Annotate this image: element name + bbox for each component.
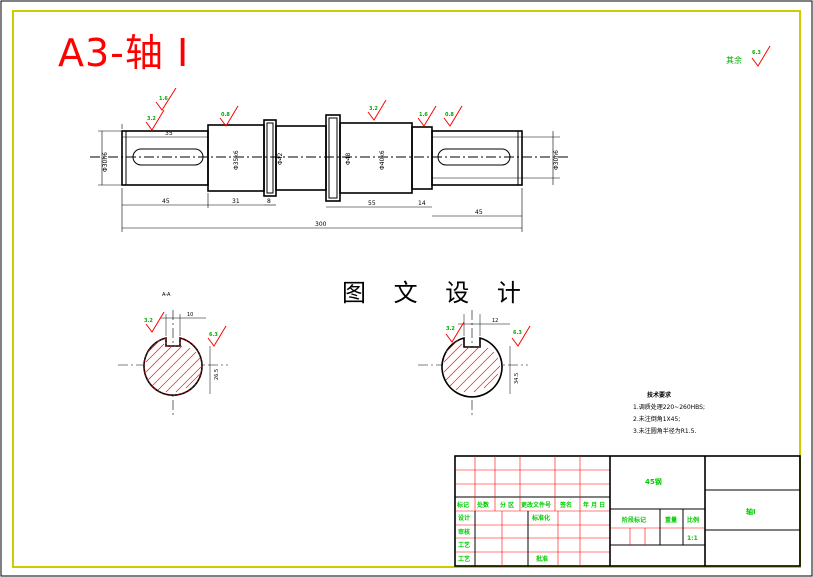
main-dims-text: 300 45 31 8 55 14 45 35 Φ30h6 Φ35k6 Φ42 … xyxy=(102,130,560,228)
tb-part-name: 轴I xyxy=(746,507,756,516)
roughness-symbol-5 xyxy=(417,105,437,127)
tb-label-mark: 标记 xyxy=(456,501,469,509)
tb-label-change: 更改文件号 xyxy=(521,501,551,509)
dim-dia-2: Φ42 xyxy=(277,152,284,165)
roughness-remain-value: 6.3 xyxy=(752,50,761,56)
dim-right-small: 14 xyxy=(418,200,426,207)
roughness-symbol-3 xyxy=(219,105,239,127)
roughness-symbol-2 xyxy=(145,109,165,131)
dim-dia-1: Φ35k6 xyxy=(233,150,240,170)
roughness-value-5: 1.6 xyxy=(419,112,428,118)
roughness-symbol-remain xyxy=(751,45,771,67)
roughness-symbol-4 xyxy=(367,99,387,121)
watermark-text: 图 文 设 计 xyxy=(338,273,535,308)
tb-standardize: 标准化 xyxy=(531,514,550,522)
tb-design: 设计 xyxy=(458,514,470,522)
shaft-main-view xyxy=(90,114,570,232)
roughness-value-4: 3.2 xyxy=(369,106,378,112)
roughness-value-6: 0.8 xyxy=(445,112,454,118)
section-left-r-top: 3.2 xyxy=(144,318,153,324)
shaft-right-end xyxy=(431,130,523,186)
section-right-r-top: 3.2 xyxy=(446,326,455,332)
dim-left-step: 45 xyxy=(162,198,170,205)
tech-requirement-2: 2.未注倒角1X45; xyxy=(633,416,681,423)
section-right-r-side: 6.3 xyxy=(513,330,522,336)
section-left-depth: 26.5 xyxy=(214,369,220,380)
tb-material: 45钢 xyxy=(645,477,662,486)
tb-ratio: 比例 xyxy=(687,516,699,524)
roughness-value-1: 1.6 xyxy=(159,96,168,102)
tb-label-sign: 签名 xyxy=(559,501,572,509)
dim-collar: 8 xyxy=(267,198,271,205)
collar-inner-right xyxy=(328,117,338,199)
inner-frame xyxy=(12,10,801,568)
section-right-key-width: 12 xyxy=(492,318,498,324)
section-right: 12 34.5 3.2 6.3 xyxy=(418,310,531,418)
roughness-symbol-1 xyxy=(155,87,177,111)
title-block xyxy=(454,455,801,567)
collar-inner-left xyxy=(266,122,274,194)
left-keyway xyxy=(132,148,204,166)
drawing-title: A3-轴 I xyxy=(58,31,190,75)
roughness-symbol-6 xyxy=(443,105,463,127)
tb-label-count: 处数 xyxy=(476,501,490,509)
dim-left-top: 35 xyxy=(165,130,173,137)
tech-requirements-heading: 技术要求 xyxy=(647,392,672,399)
tb-process: 工艺 xyxy=(458,541,470,549)
remaining-roughness-label: 其余 xyxy=(726,56,742,65)
tech-requirement-3: 3.未注圆角半径为R1.5. xyxy=(633,428,697,435)
section-left-key-width: 10 xyxy=(187,312,193,318)
tb-process-2: 工艺 xyxy=(458,555,470,563)
title-block-text: 标记 处数 分 区 更改文件号 签名 年 月 日 设计 标准化 审核 工艺 工艺… xyxy=(456,477,756,563)
roughness-value-3: 0.8 xyxy=(221,112,230,118)
shaft-left-end xyxy=(121,130,209,186)
dim-right-step: 45 xyxy=(475,209,483,216)
shaft-collar-right xyxy=(325,114,341,202)
tech-requirement-1: 1.调质处理220~260HBS; xyxy=(633,404,706,411)
dim-dia-4: Φ40k6 xyxy=(379,150,386,170)
roughness-values: 1.6 3.2 0.8 3.2 1.6 0.8 6.3 xyxy=(147,50,761,122)
section-right-depth: 34.5 xyxy=(514,373,520,384)
section-left-label: A-A xyxy=(162,292,171,298)
tb-scale: 1:1 xyxy=(687,535,698,542)
dim-right-mid: 55 xyxy=(368,200,376,207)
section-left-r-side: 6.3 xyxy=(209,332,218,338)
tb-check: 审核 xyxy=(458,528,470,536)
dim-overall: 300 xyxy=(315,221,327,228)
tb-stage-mark: 阶段标记 xyxy=(622,516,646,524)
tb-approve: 批准 xyxy=(536,555,548,563)
dim-dia-3: Φ48 xyxy=(345,152,352,165)
tech-requirements: 技术要求 1.调质处理220~260HBS; 2.未注倒角1X45; 3.未注圆… xyxy=(633,390,705,438)
dim-dia-left-end: Φ30h6 xyxy=(102,152,109,172)
roughness-symbols xyxy=(145,45,771,131)
dim-mid-seg: 31 xyxy=(232,198,240,205)
dim-dia-right-end: Φ30h6 xyxy=(553,150,560,170)
roughness-value-2: 3.2 xyxy=(147,116,156,122)
section-left: A-A 10 26.5 3.2 6.3 xyxy=(118,292,228,418)
shaft-collar-left xyxy=(263,119,277,197)
shaft-seg-5 xyxy=(411,126,433,190)
tb-label-zone: 分 区 xyxy=(500,501,514,509)
right-keyway xyxy=(437,148,511,166)
tb-label-date: 年 月 日 xyxy=(583,501,605,509)
tb-weight: 重量 xyxy=(665,516,677,524)
